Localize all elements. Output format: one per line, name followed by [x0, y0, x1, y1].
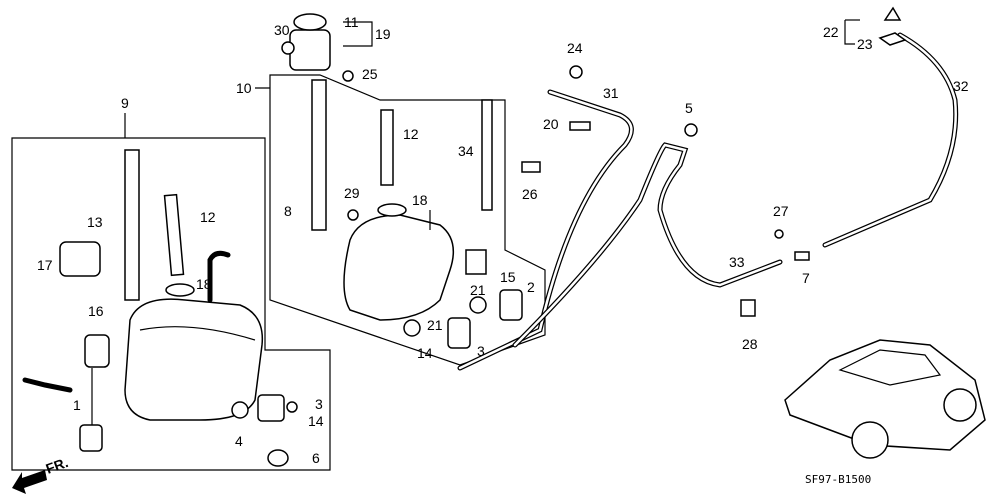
bracket-19 [343, 21, 373, 47]
callout-31: 31 [603, 85, 619, 101]
filter-17 [59, 241, 101, 277]
bracket-clip [465, 249, 487, 275]
callout-25: 25 [362, 66, 378, 82]
callout-1: 1 [73, 397, 81, 413]
cap-11 [289, 29, 331, 71]
grommet-28 [740, 299, 756, 317]
pump-14-center [447, 317, 471, 349]
car-thumbnail [784, 339, 986, 459]
bolt-5 [684, 123, 698, 137]
callout-33: 33 [729, 254, 745, 270]
filler-neck-13 [124, 149, 140, 301]
clip-25 [342, 70, 354, 82]
grommet-21-a [403, 319, 421, 337]
grommet-18-left [165, 283, 195, 297]
assembly-bracket-10 [255, 74, 546, 366]
callout-12: 12 [403, 126, 419, 142]
callout-30: 30 [274, 22, 290, 38]
callout-32: 32 [953, 78, 969, 94]
seal-3-left [286, 401, 298, 413]
nozzle-base-23 [878, 32, 907, 46]
callout-34: 34 [458, 143, 474, 159]
front-indicator-label: FR. [44, 454, 71, 477]
joint-20 [569, 121, 591, 131]
callout-3: 3 [477, 343, 485, 359]
callout-8: 8 [284, 203, 292, 219]
callout-labels: 11 19 30 25 10 9 24 31 20 5 12 34 26 29 … [37, 14, 969, 466]
callout-18: 18 [196, 276, 212, 292]
clip-26 [521, 161, 541, 173]
callout-2: 2 [527, 279, 535, 295]
grommet-4 [231, 401, 249, 419]
washer-tank-left [22, 149, 298, 467]
callout-17: 17 [37, 257, 53, 273]
callout-6: 6 [312, 450, 320, 466]
callout-7: 7 [802, 270, 810, 286]
callout-13: 13 [87, 214, 103, 230]
washer-tank-center [281, 13, 523, 349]
callout-24: 24 [567, 40, 583, 56]
filler-neck-8 [311, 79, 327, 231]
callout-28: 28 [742, 336, 758, 352]
callout-14: 14 [417, 345, 433, 361]
clip-27 [774, 229, 784, 239]
callout-4: 4 [235, 433, 243, 449]
cap-6 [267, 449, 289, 467]
callout-20: 20 [543, 116, 559, 132]
check-valve-7 [794, 251, 810, 261]
small-parts-right [521, 6, 907, 317]
grommet-18-center [377, 203, 407, 217]
callout-19: 19 [375, 26, 391, 42]
callout-12: 12 [200, 209, 216, 225]
grommet-21-b [469, 296, 487, 314]
bolt-29 [347, 209, 359, 221]
callout-27: 27 [773, 203, 789, 219]
callout-14: 14 [308, 413, 324, 429]
bolt-30 [281, 41, 295, 55]
connector-1 [79, 424, 103, 452]
callout-22: 22 [823, 24, 839, 40]
callout-16: 16 [88, 303, 104, 319]
callout-23: 23 [857, 36, 873, 52]
tube-34 [481, 99, 493, 211]
diagram-code: SF97-B1500 [805, 473, 871, 486]
hose-32 [822, 32, 959, 248]
pump-15 [499, 289, 523, 321]
callout-29: 29 [344, 185, 360, 201]
callout-3: 3 [315, 396, 323, 412]
pump-16 [84, 334, 110, 368]
clip-24 [569, 65, 583, 79]
assembly-bracket-9 [11, 113, 331, 471]
bracket-22 [844, 20, 855, 45]
callout-21: 21 [470, 282, 486, 298]
tube-12-left [163, 193, 185, 277]
tube-12-center [380, 109, 394, 186]
callout-10: 10 [236, 80, 252, 96]
cap-top [293, 13, 327, 31]
callout-11: 11 [344, 14, 359, 30]
pump-14-left [257, 394, 285, 422]
callout-5: 5 [685, 100, 693, 116]
nozzle-22 [883, 6, 902, 21]
callout-15: 15 [500, 269, 516, 285]
callout-26: 26 [522, 186, 538, 202]
callout-21: 21 [427, 317, 443, 333]
front-direction-arrow: FR. [12, 454, 70, 494]
callout-18: 18 [412, 192, 428, 208]
callout-9: 9 [121, 95, 129, 111]
